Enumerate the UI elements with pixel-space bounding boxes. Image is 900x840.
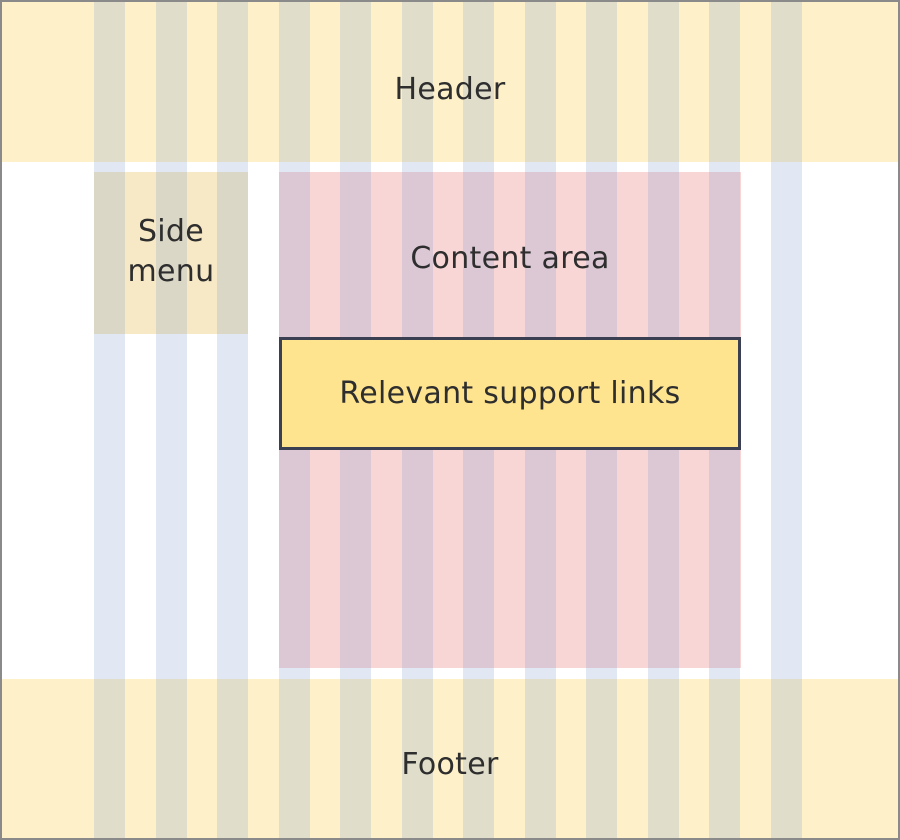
footer-region [0, 679, 900, 840]
side-menu-label-line1: Side [137, 214, 205, 249]
side-menu-label: Side menu [94, 212, 248, 292]
footer-label: Footer [401, 747, 499, 782]
support-links-label: Relevant support links [339, 376, 681, 411]
support-links-box [279, 337, 741, 450]
header-region [0, 0, 900, 162]
header-label: Header [394, 72, 506, 107]
side-menu-region [94, 172, 248, 334]
side-menu-label-line2: menu [127, 254, 215, 289]
content-area-label: Content area [410, 241, 610, 276]
